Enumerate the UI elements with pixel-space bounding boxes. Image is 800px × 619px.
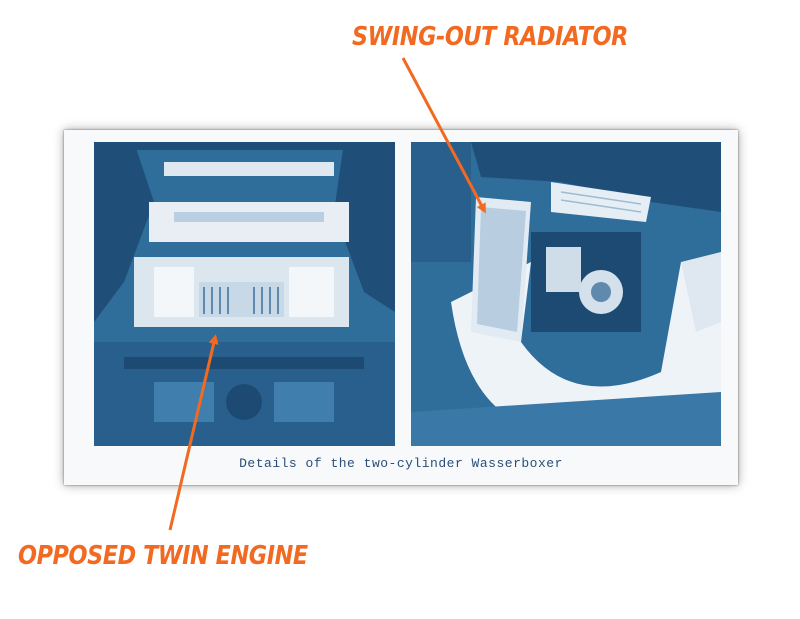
engine-callout-label: OPPOSED TWIN ENGINE xyxy=(18,541,308,571)
engine-bay-underside-photo xyxy=(94,142,395,446)
photo-caption: Details of the two-cylinder Wasserboxer xyxy=(239,456,563,471)
radiator-callout-label: SWING-OUT RADIATOR xyxy=(352,22,628,52)
engine-compartment-photo xyxy=(411,142,721,446)
scanned-clipping: Details of the two-cylinder Wasserboxer xyxy=(64,130,738,485)
